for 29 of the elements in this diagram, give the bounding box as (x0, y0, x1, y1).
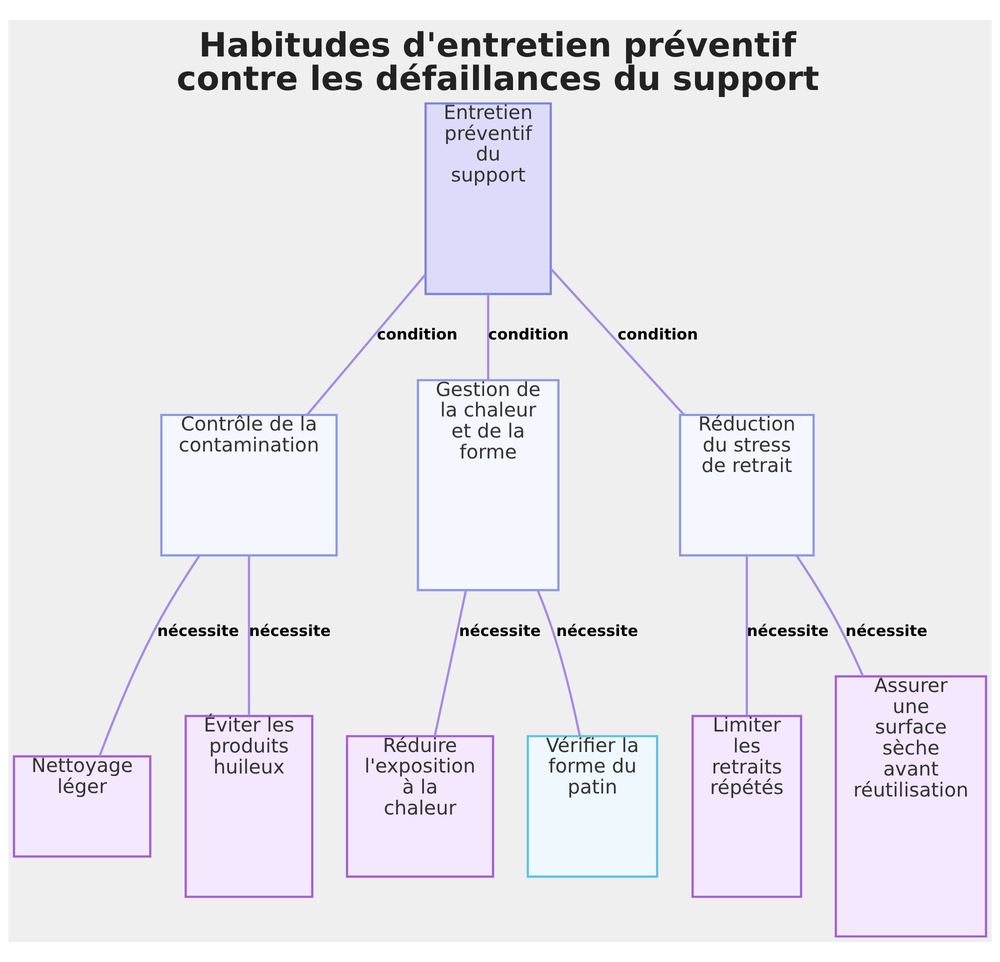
node-box: Vérifier la forme du patin (526, 735, 658, 878)
edge-label: nécessite (556, 622, 638, 640)
edge-label: nécessite (157, 622, 239, 640)
connector (306, 274, 426, 416)
edge-label: nécessite (458, 622, 541, 640)
edge-label: condition (618, 326, 698, 344)
node-box: Réduction du stress de retrait (678, 414, 815, 557)
node-box: Entretien préventif du support (424, 102, 552, 296)
node-box: Assurer une surface sèche avant réutilisation (834, 675, 988, 938)
connector (796, 555, 864, 677)
connector (98, 555, 200, 756)
edge-label: condition (376, 326, 458, 344)
connector (487, 294, 490, 380)
connector (536, 590, 581, 736)
edge-label: nécessite (248, 622, 331, 640)
edge-label: condition (488, 326, 569, 344)
edge-label: nécessite (746, 622, 829, 640)
node-box: Gestion de la chaleur et de la forme (416, 379, 560, 592)
edge-label: nécessite (846, 622, 928, 640)
connector (248, 556, 250, 716)
node-box: Réduire l'exposition à la chaleur (346, 735, 494, 878)
diagram-title: Habitudes d'entretien préventif contre les défaillances du support (176, 25, 820, 98)
node-box: Limiter les retraits répétés (692, 714, 802, 898)
connector (746, 556, 748, 716)
node-box: Nettoyage léger (12, 755, 152, 858)
connector (550, 268, 685, 416)
node-box: Contrôle de la contamination (160, 414, 338, 557)
connector (434, 590, 468, 736)
node-box: Éviter les produits huileux (184, 714, 314, 898)
